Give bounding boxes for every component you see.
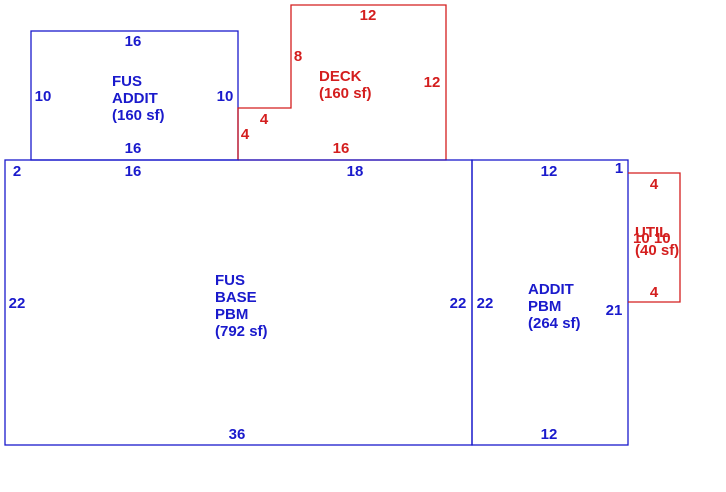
fus-base-name-line2: BASE <box>215 289 257 306</box>
deck-name: DECK <box>319 68 362 85</box>
util-dim-top: 4 <box>650 176 659 193</box>
fus-addit-dim-left: 10 <box>35 88 52 105</box>
fus-addit-dim-bottom: 16 <box>125 140 142 157</box>
fus-base-dim-top-left: 2 <box>13 163 21 180</box>
fus-addit-dim-right: 10 <box>217 88 234 105</box>
addit-pbm-area: (264 sf) <box>528 315 581 332</box>
fus-addit-area: (160 sf) <box>112 107 165 124</box>
fus-addit-dim-top: 16 <box>125 33 142 50</box>
addit-pbm-dim-top: 12 <box>541 163 558 180</box>
fus-base-dim-right: 22 <box>450 295 467 312</box>
deck-dim-bottom: 16 <box>333 140 350 157</box>
fus-base-dim-bottom: 36 <box>229 426 246 443</box>
util-outline <box>628 172 681 303</box>
util-area: (40 sf) <box>635 242 679 259</box>
addit-pbm-dim-right: 21 <box>606 302 623 319</box>
deck-area: (160 sf) <box>319 85 372 102</box>
fus-addit-name-line1: FUS <box>112 73 142 90</box>
deck-dim-left-lower: 4 <box>241 126 250 143</box>
util-overlap-dims: 10 10 <box>633 230 671 247</box>
deck-dim-left-upper: 8 <box>294 48 302 65</box>
deck-dim-top: 12 <box>360 7 377 24</box>
fus-base-name-line1: FUS <box>215 272 245 289</box>
addit-pbm-dim-left: 22 <box>477 295 494 312</box>
fus-base-dim-top-mid: 16 <box>125 163 142 180</box>
deck-dim-step: 4 <box>260 111 269 128</box>
deck-dim-right: 12 <box>424 74 441 91</box>
addit-pbm-dim-corner: 1 <box>615 160 623 177</box>
fus-addit-name-line2: ADDIT <box>112 90 158 107</box>
fus-base-area: (792 sf) <box>215 323 268 340</box>
fus-base-name-line3: PBM <box>215 306 248 323</box>
fus-base-dim-top-right: 18 <box>347 163 364 180</box>
util-name: UTIL <box>635 224 668 241</box>
addit-pbm-name-line1: ADDIT <box>528 281 574 298</box>
addit-pbm-name-line2: PBM <box>528 298 561 315</box>
addit-pbm-dim-bottom: 12 <box>541 426 558 443</box>
util-dim-bottom: 4 <box>650 284 659 301</box>
fus-base-dim-left: 22 <box>9 295 26 312</box>
